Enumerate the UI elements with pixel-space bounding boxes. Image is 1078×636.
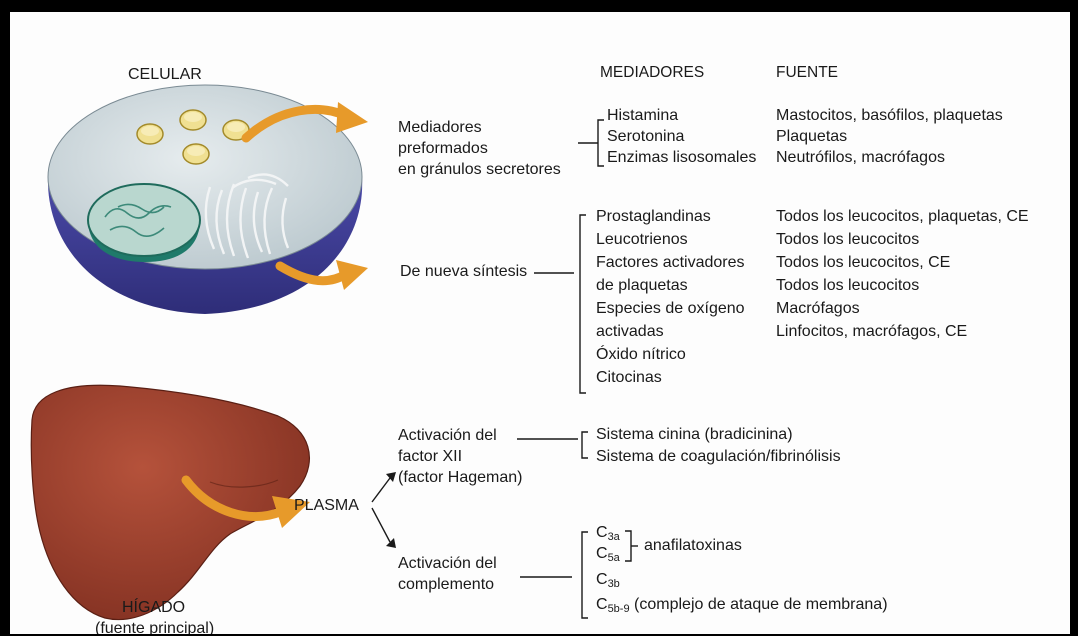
source-item: Mastocitos, basófilos, plaquetas <box>776 107 1003 124</box>
label-liver-note: (fuente principal) <box>95 620 215 635</box>
mediator-item: Histamina <box>607 107 679 124</box>
mediator-item: Sistema de coagulación/fibrinólisis <box>596 448 841 465</box>
mediator-item: C5b-9 (complejo de ataque de membrana) <box>596 596 888 615</box>
mediator-item: activadas <box>596 323 664 340</box>
mediators-complement: C3a C5a C3b C5b-9 (complejo de ataque de… <box>596 524 956 624</box>
cell-illustration <box>47 84 363 314</box>
mediator-item: Prostaglandinas <box>596 208 711 225</box>
mediator-item: Enzimas lisosomales <box>607 149 757 166</box>
sources-preformed: Mastocitos, basófilos, plaquetas Plaquet… <box>776 107 1066 177</box>
secretory-granules-icon <box>136 109 250 165</box>
source-item: Todos los leucocitos <box>776 231 920 248</box>
category-line: Mediadores <box>398 119 482 136</box>
nucleus-icon <box>87 183 201 262</box>
mediator-item: Especies de oxígeno <box>596 300 745 317</box>
mediator-item: Sistema cinina (bradicinina) <box>596 426 793 443</box>
header-source: FUENTE <box>776 64 838 81</box>
liver-illustration <box>30 384 310 621</box>
category-line: Activación del <box>398 427 497 444</box>
arrow-preformed <box>241 102 368 143</box>
mediator-item: Serotonina <box>607 128 685 145</box>
mediator-item: de plaquetas <box>596 277 688 294</box>
source-item: Plaquetas <box>776 128 848 145</box>
category-complement: Activación del complemento <box>398 555 528 599</box>
category-line: en gránulos secretores <box>398 161 561 178</box>
label-plasma: PLASMA <box>294 497 359 514</box>
mediator-item: C3b <box>596 571 620 590</box>
mediator-item: Óxido nítrico <box>596 346 686 363</box>
source-item: Todos los leucocitos, plaquetas, CE <box>776 208 1029 225</box>
connector-lines <box>371 119 638 619</box>
endoplasmic-reticulum-icon <box>204 173 290 259</box>
mediators-new-synthesis: Prostaglandinas Leucotrienos Factores ac… <box>596 208 776 403</box>
sources-new-synthesis: Todos los leucocitos, plaquetas, CE Todo… <box>776 208 1068 348</box>
label-liver: HÍGADO <box>122 599 186 616</box>
source-item: Macrófagos <box>776 300 860 317</box>
category-line: complemento <box>398 576 495 593</box>
category-line: factor XII <box>398 448 463 465</box>
category-line: preformados <box>398 140 488 157</box>
source-item: Neutrófilos, macrófagos <box>776 149 945 166</box>
mediators-factor-xii: Sistema cinina (bradicinina) Sistema de … <box>596 426 896 472</box>
mediator-item: Factores activadores <box>596 254 745 271</box>
category-factor-xii: Activación del factor XII (factor Hagema… <box>398 427 528 497</box>
category-line: Activación del <box>398 555 497 572</box>
mediator-item: C5a <box>596 545 620 564</box>
header-mediators: MEDIADORES <box>600 64 705 81</box>
label-anaphylatoxins: anafilatoxinas <box>644 537 742 554</box>
source-item: Todos los leucocitos <box>776 277 920 294</box>
arrow-liver-to-plasma <box>181 475 310 528</box>
mediators-preformed: Histamina Serotonina Enzimas lisosomales <box>607 107 777 177</box>
mediator-item: Citocinas <box>596 369 662 386</box>
mediator-item: C3a <box>596 524 620 543</box>
category-preformed: Mediadores preformados en gránulos secre… <box>398 119 588 183</box>
category-new-synthesis: De nueva síntesis <box>400 263 528 280</box>
category-line: (factor Hageman) <box>398 469 523 486</box>
source-item: Todos los leucocitos, CE <box>776 254 951 271</box>
diagram-canvas: CELULAR MEDIADORES FUENTE Mediadores pre… <box>10 12 1070 634</box>
mediator-item: Leucotrienos <box>596 231 688 248</box>
diagram-graphics <box>30 84 638 621</box>
label-cellular: CELULAR <box>128 66 202 83</box>
arrow-new-synthesis <box>275 260 368 290</box>
source-item: Linfocitos, macrófagos, CE <box>776 323 968 340</box>
